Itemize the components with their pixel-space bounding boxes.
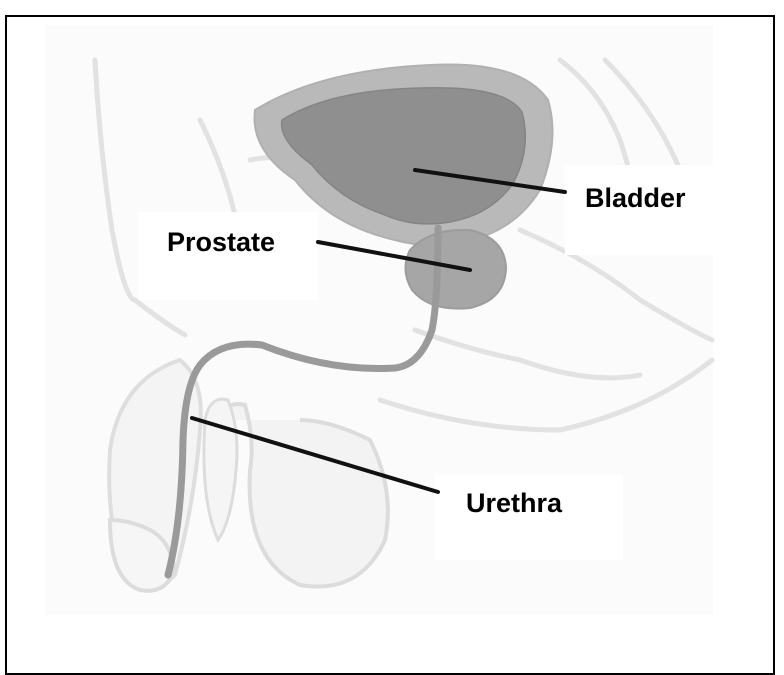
bladder-label: Bladder <box>585 185 686 212</box>
urethra-label: Urethra <box>466 490 562 517</box>
anatomy-illustration <box>0 0 784 651</box>
prostate-label: Prostate <box>167 229 275 256</box>
